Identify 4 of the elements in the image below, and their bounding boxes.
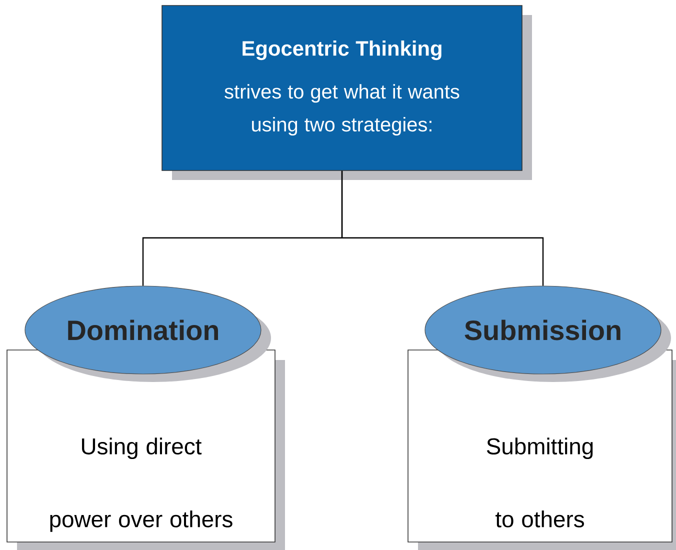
- connector-line: [341, 170, 544, 286]
- label-oval: Submission: [424, 286, 671, 382]
- title-box: Egocentric Thinking strives to get what it wants using two strategies:: [162, 5, 532, 180]
- label-oval: Domination: [24, 286, 271, 382]
